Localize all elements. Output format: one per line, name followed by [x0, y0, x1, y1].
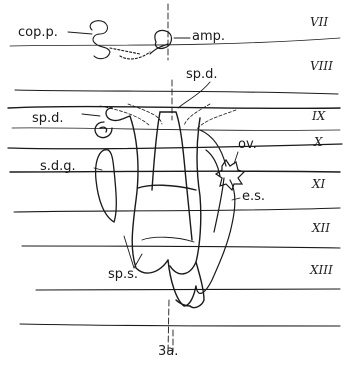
tail-lobe — [168, 260, 204, 308]
label-cop-p: cop.p. — [18, 26, 58, 40]
midline — [168, 4, 173, 352]
segment-lines — [8, 38, 342, 326]
label-s-d-g: s.d.g. — [40, 160, 76, 174]
segment-label-xiii: XIII — [310, 264, 333, 277]
right-ducts — [196, 130, 235, 293]
label-amp: amp. — [192, 30, 225, 44]
segment-label-xi: XI — [312, 178, 325, 191]
central-organ — [130, 112, 201, 274]
label-sp-d-left: sp.d. — [32, 112, 64, 126]
segment-label-x: X — [314, 136, 323, 149]
segment-label-xii: XII — [312, 222, 330, 235]
figure-caption: 3a. — [158, 344, 178, 359]
segment-label-ix: IX — [312, 110, 325, 123]
copulatory-pouch — [90, 21, 150, 59]
label-e-s: e.s. — [242, 190, 265, 204]
segment-label-viii: VIII — [310, 60, 333, 73]
label-sp-d-top: sp.d. — [186, 68, 218, 82]
segment-label-vii: VII — [310, 16, 328, 29]
label-ov: ov. — [238, 138, 257, 152]
label-sp-s: sp.s. — [108, 268, 138, 282]
